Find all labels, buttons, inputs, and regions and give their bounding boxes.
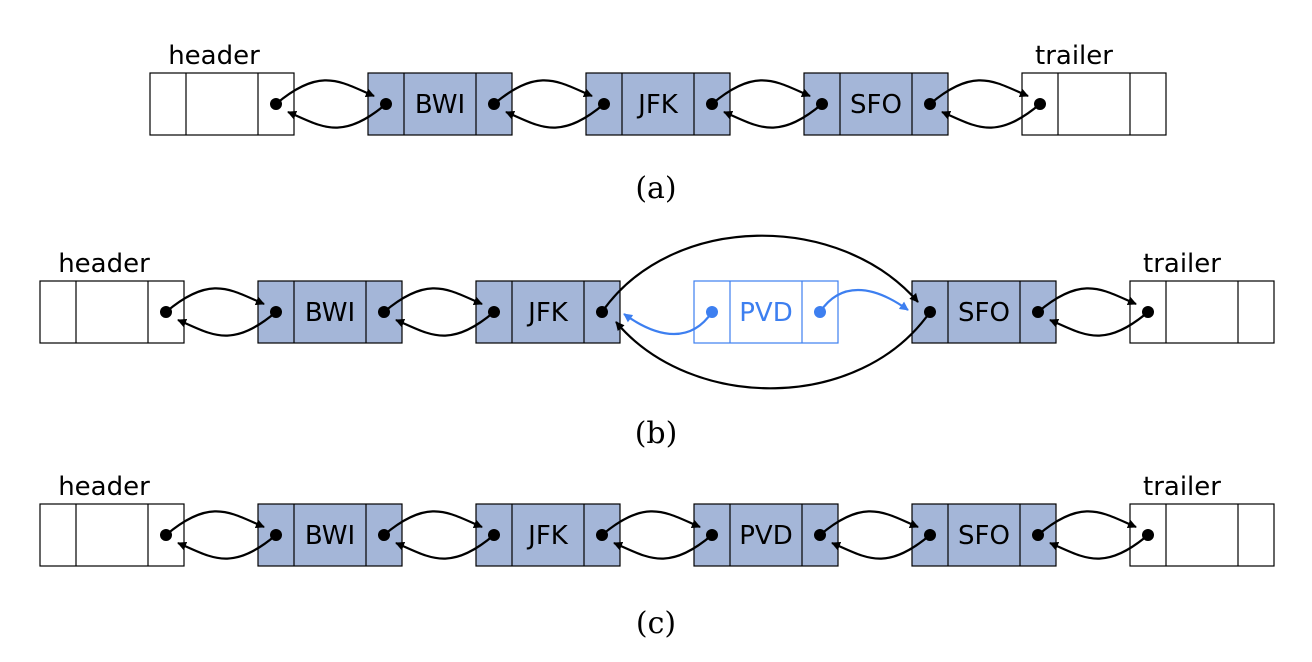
panel-caption: (a) xyxy=(635,171,676,206)
link-3-prev-arrow xyxy=(1049,311,1149,337)
node-label: SFO xyxy=(958,298,1010,328)
node-label: SFO xyxy=(850,90,902,120)
node-label: BWI xyxy=(415,90,465,120)
link-0-next-arrow xyxy=(275,79,375,105)
new-prev-arrow xyxy=(623,311,713,335)
link-1-prev-arrow xyxy=(395,534,495,560)
bypass-next-arrow xyxy=(601,234,919,313)
bypass-prev-arrow xyxy=(615,311,931,390)
node-label: PVD xyxy=(739,521,793,551)
panel-caption: (b) xyxy=(635,416,678,451)
link-3-next-arrow xyxy=(819,510,919,536)
link-3-prev-arrow xyxy=(831,534,931,560)
link-1-next-arrow xyxy=(383,510,483,536)
trailer-label: trailer xyxy=(1035,41,1113,71)
link-0-next-arrow xyxy=(165,287,265,313)
new-next-arrow xyxy=(819,289,909,313)
link-4-next-arrow xyxy=(1037,510,1137,536)
node-label: JFK xyxy=(526,298,569,328)
link-3-prev-arrow xyxy=(941,103,1041,129)
header-label: header xyxy=(168,41,260,71)
trailer-label: trailer xyxy=(1143,472,1221,502)
link-2-next-arrow xyxy=(711,79,811,105)
link-3-next-arrow xyxy=(1037,287,1137,313)
panel-caption: (c) xyxy=(636,606,676,641)
node-label: SFO xyxy=(958,521,1010,551)
node-label: JFK xyxy=(636,90,679,120)
link-2-next-arrow xyxy=(601,510,701,536)
trailer-label: trailer xyxy=(1143,249,1221,279)
link-2-prev-arrow xyxy=(723,103,823,129)
node-label: JFK xyxy=(526,521,569,551)
link-1-next-arrow xyxy=(493,79,593,105)
node-label: PVD xyxy=(739,298,793,328)
link-1-prev-arrow xyxy=(395,311,495,337)
link-3-next-arrow xyxy=(929,79,1029,105)
node-label: BWI xyxy=(305,298,355,328)
link-1-prev-arrow xyxy=(505,103,605,129)
link-0-next-arrow xyxy=(165,510,265,536)
link-4-prev-arrow xyxy=(1049,534,1149,560)
link-2-prev-arrow xyxy=(613,534,713,560)
node-label: BWI xyxy=(305,521,355,551)
link-0-prev-arrow xyxy=(177,534,277,560)
link-0-prev-arrow xyxy=(177,311,277,337)
link-0-prev-arrow xyxy=(287,103,387,129)
header-label: header xyxy=(58,472,150,502)
header-label: header xyxy=(58,249,150,279)
link-1-next-arrow xyxy=(383,287,483,313)
